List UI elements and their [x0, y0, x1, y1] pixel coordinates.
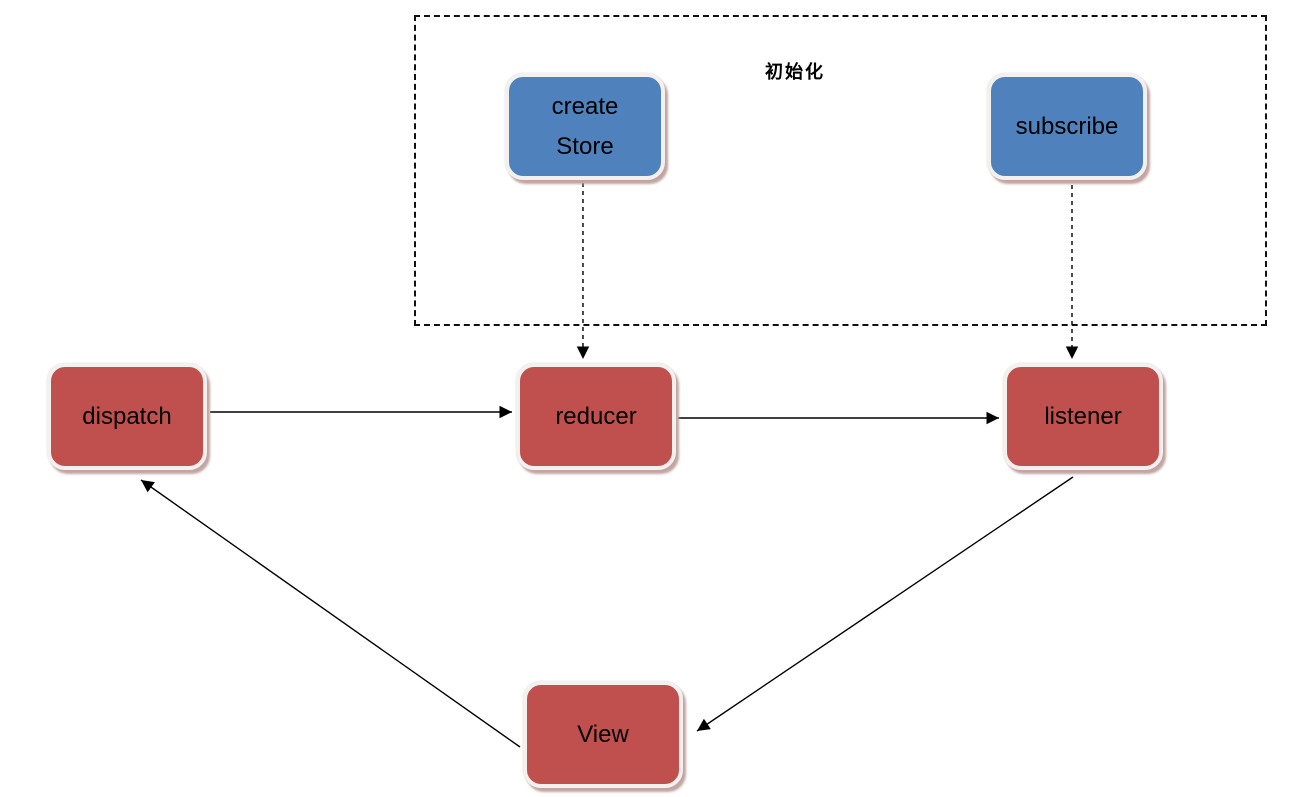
node-create-store: create Store	[505, 73, 665, 180]
node-view: View	[523, 681, 683, 788]
init-group-box	[414, 15, 1267, 326]
node-listener: listener	[1003, 363, 1163, 470]
edge-listener-to-view	[696, 476, 1074, 732]
node-subscribe: subscribe	[987, 73, 1147, 180]
node-dispatch: dispatch	[47, 363, 207, 470]
init-group-label: 初始化	[765, 62, 825, 83]
edge-view-to-dispatch	[140, 479, 521, 748]
node-reducer: reducer	[516, 363, 676, 470]
